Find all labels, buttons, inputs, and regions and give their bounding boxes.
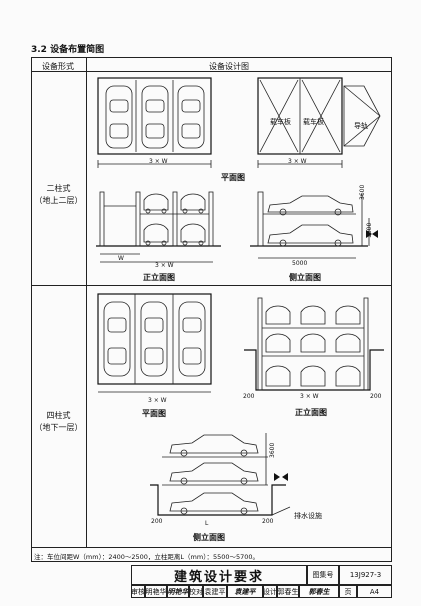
plan2-car-2	[140, 301, 168, 377]
check-label: 校对	[189, 585, 203, 598]
front-car-upper-1	[143, 193, 169, 214]
row-divider	[31, 285, 392, 286]
plan-car-2	[141, 85, 169, 149]
dim-side1-h1800: 1800	[366, 222, 373, 238]
dim-side2-right: 200	[262, 518, 274, 525]
caption-plan-1: 平面图	[221, 173, 245, 182]
dim-plan1-width: 3 × W	[149, 158, 168, 165]
side-car-upper	[267, 195, 354, 216]
dim-front1-w3: 3 × W	[155, 262, 174, 269]
front-elevation-four-post	[244, 297, 384, 391]
caption-side-2: 侧立面图	[193, 533, 225, 542]
plan-car-3	[177, 85, 205, 149]
dim-side1-h3600: 3600	[359, 184, 366, 200]
side2-car-bottom	[169, 492, 259, 515]
column-divider	[86, 57, 87, 547]
section-title: 3.2 设备布置简图	[31, 45, 105, 55]
title-block: 建筑设计要求 图集号 13J927-3 审核 明艳华 明艳华 校对 袁建平 袁建…	[131, 565, 392, 598]
caption-front-1: 正立面图	[143, 273, 175, 282]
dim-front2-right: 200	[370, 393, 382, 400]
row-label-two-post-line1: 二柱式	[46, 184, 71, 193]
dim-front1-w: W	[118, 255, 124, 262]
front2-cars-top	[265, 305, 361, 325]
label-drain: 排水设施	[294, 512, 322, 520]
row-label-two-post: 二柱式 （地上二层）	[31, 183, 86, 207]
check-name: 袁建平	[203, 585, 227, 598]
front-car-upper-2	[180, 193, 206, 214]
dim-plan2-width: 3 × W	[288, 158, 307, 165]
label-rail: 导轨	[354, 122, 368, 130]
side2-car-mid	[169, 462, 259, 485]
design-label: 设计	[263, 585, 277, 598]
page-label: 页	[339, 585, 357, 598]
plan-car-1	[105, 85, 133, 149]
dim-side2-h3600: 3600	[269, 442, 276, 458]
caption-side-1: 侧立面图	[289, 273, 321, 282]
plan-view-four-post	[97, 293, 212, 393]
side-elevation-four-post	[150, 433, 291, 516]
front-car-lower-1	[143, 223, 169, 246]
design-name: 郭春生	[277, 585, 299, 598]
dim-side2-left: 200	[151, 518, 163, 525]
label-board-2: 载车板	[303, 118, 324, 126]
footnote: 注：车位间距W（mm）：2400～2500，立柱距离L（mm）：5500～570…	[34, 553, 260, 561]
col-header-form: 设备形式	[42, 62, 74, 71]
row-label-four-post-line1: 四柱式	[46, 411, 71, 420]
side2-car-top	[169, 434, 259, 457]
note-divider	[31, 547, 392, 548]
caption-front-2: 正立面图	[295, 408, 327, 417]
dim-side1-length: 5000	[292, 260, 308, 267]
plan-view-platforms	[257, 77, 381, 168]
plan2-car-1	[103, 301, 131, 377]
dim-front2-left: 200	[243, 393, 255, 400]
row-label-four-post: 四柱式 （地下一层）	[31, 410, 86, 434]
col-header-design: 设备设计图	[209, 62, 249, 71]
plan-view-two-post	[97, 77, 212, 168]
review-signature: 明艳华	[167, 585, 189, 598]
side-car-lower	[267, 224, 354, 247]
atlas-number: 13J927-3	[339, 565, 392, 585]
label-board-1: 载车板	[270, 118, 291, 126]
equipment-table	[31, 57, 392, 562]
front-elevation-two-post	[96, 191, 221, 263]
dim-side2-length: L	[205, 520, 209, 527]
front2-cars-mid	[265, 333, 361, 353]
dim-front2-width: 3 × W	[300, 393, 319, 400]
design-signature: 郭春生	[299, 585, 339, 598]
header-divider	[31, 71, 392, 72]
front-car-lower-2	[180, 223, 206, 246]
row-label-four-post-line2: （地下一层）	[34, 423, 83, 432]
front2-cars-bottom	[265, 365, 361, 387]
atlas-label: 图集号	[307, 565, 339, 585]
dim-plan3-width: 3 × W	[148, 397, 167, 404]
page-number: A4	[357, 585, 392, 598]
plan2-car-3	[178, 301, 206, 377]
caption-plan-2: 平面图	[142, 409, 166, 418]
review-label: 审核	[131, 585, 145, 598]
row-label-two-post-line2: （地上二层）	[34, 196, 83, 205]
side-elevation-two-post	[250, 191, 378, 259]
review-name: 明艳华	[145, 585, 167, 598]
check-signature: 袁建平	[227, 585, 263, 598]
drawing-title: 建筑设计要求	[131, 565, 307, 585]
